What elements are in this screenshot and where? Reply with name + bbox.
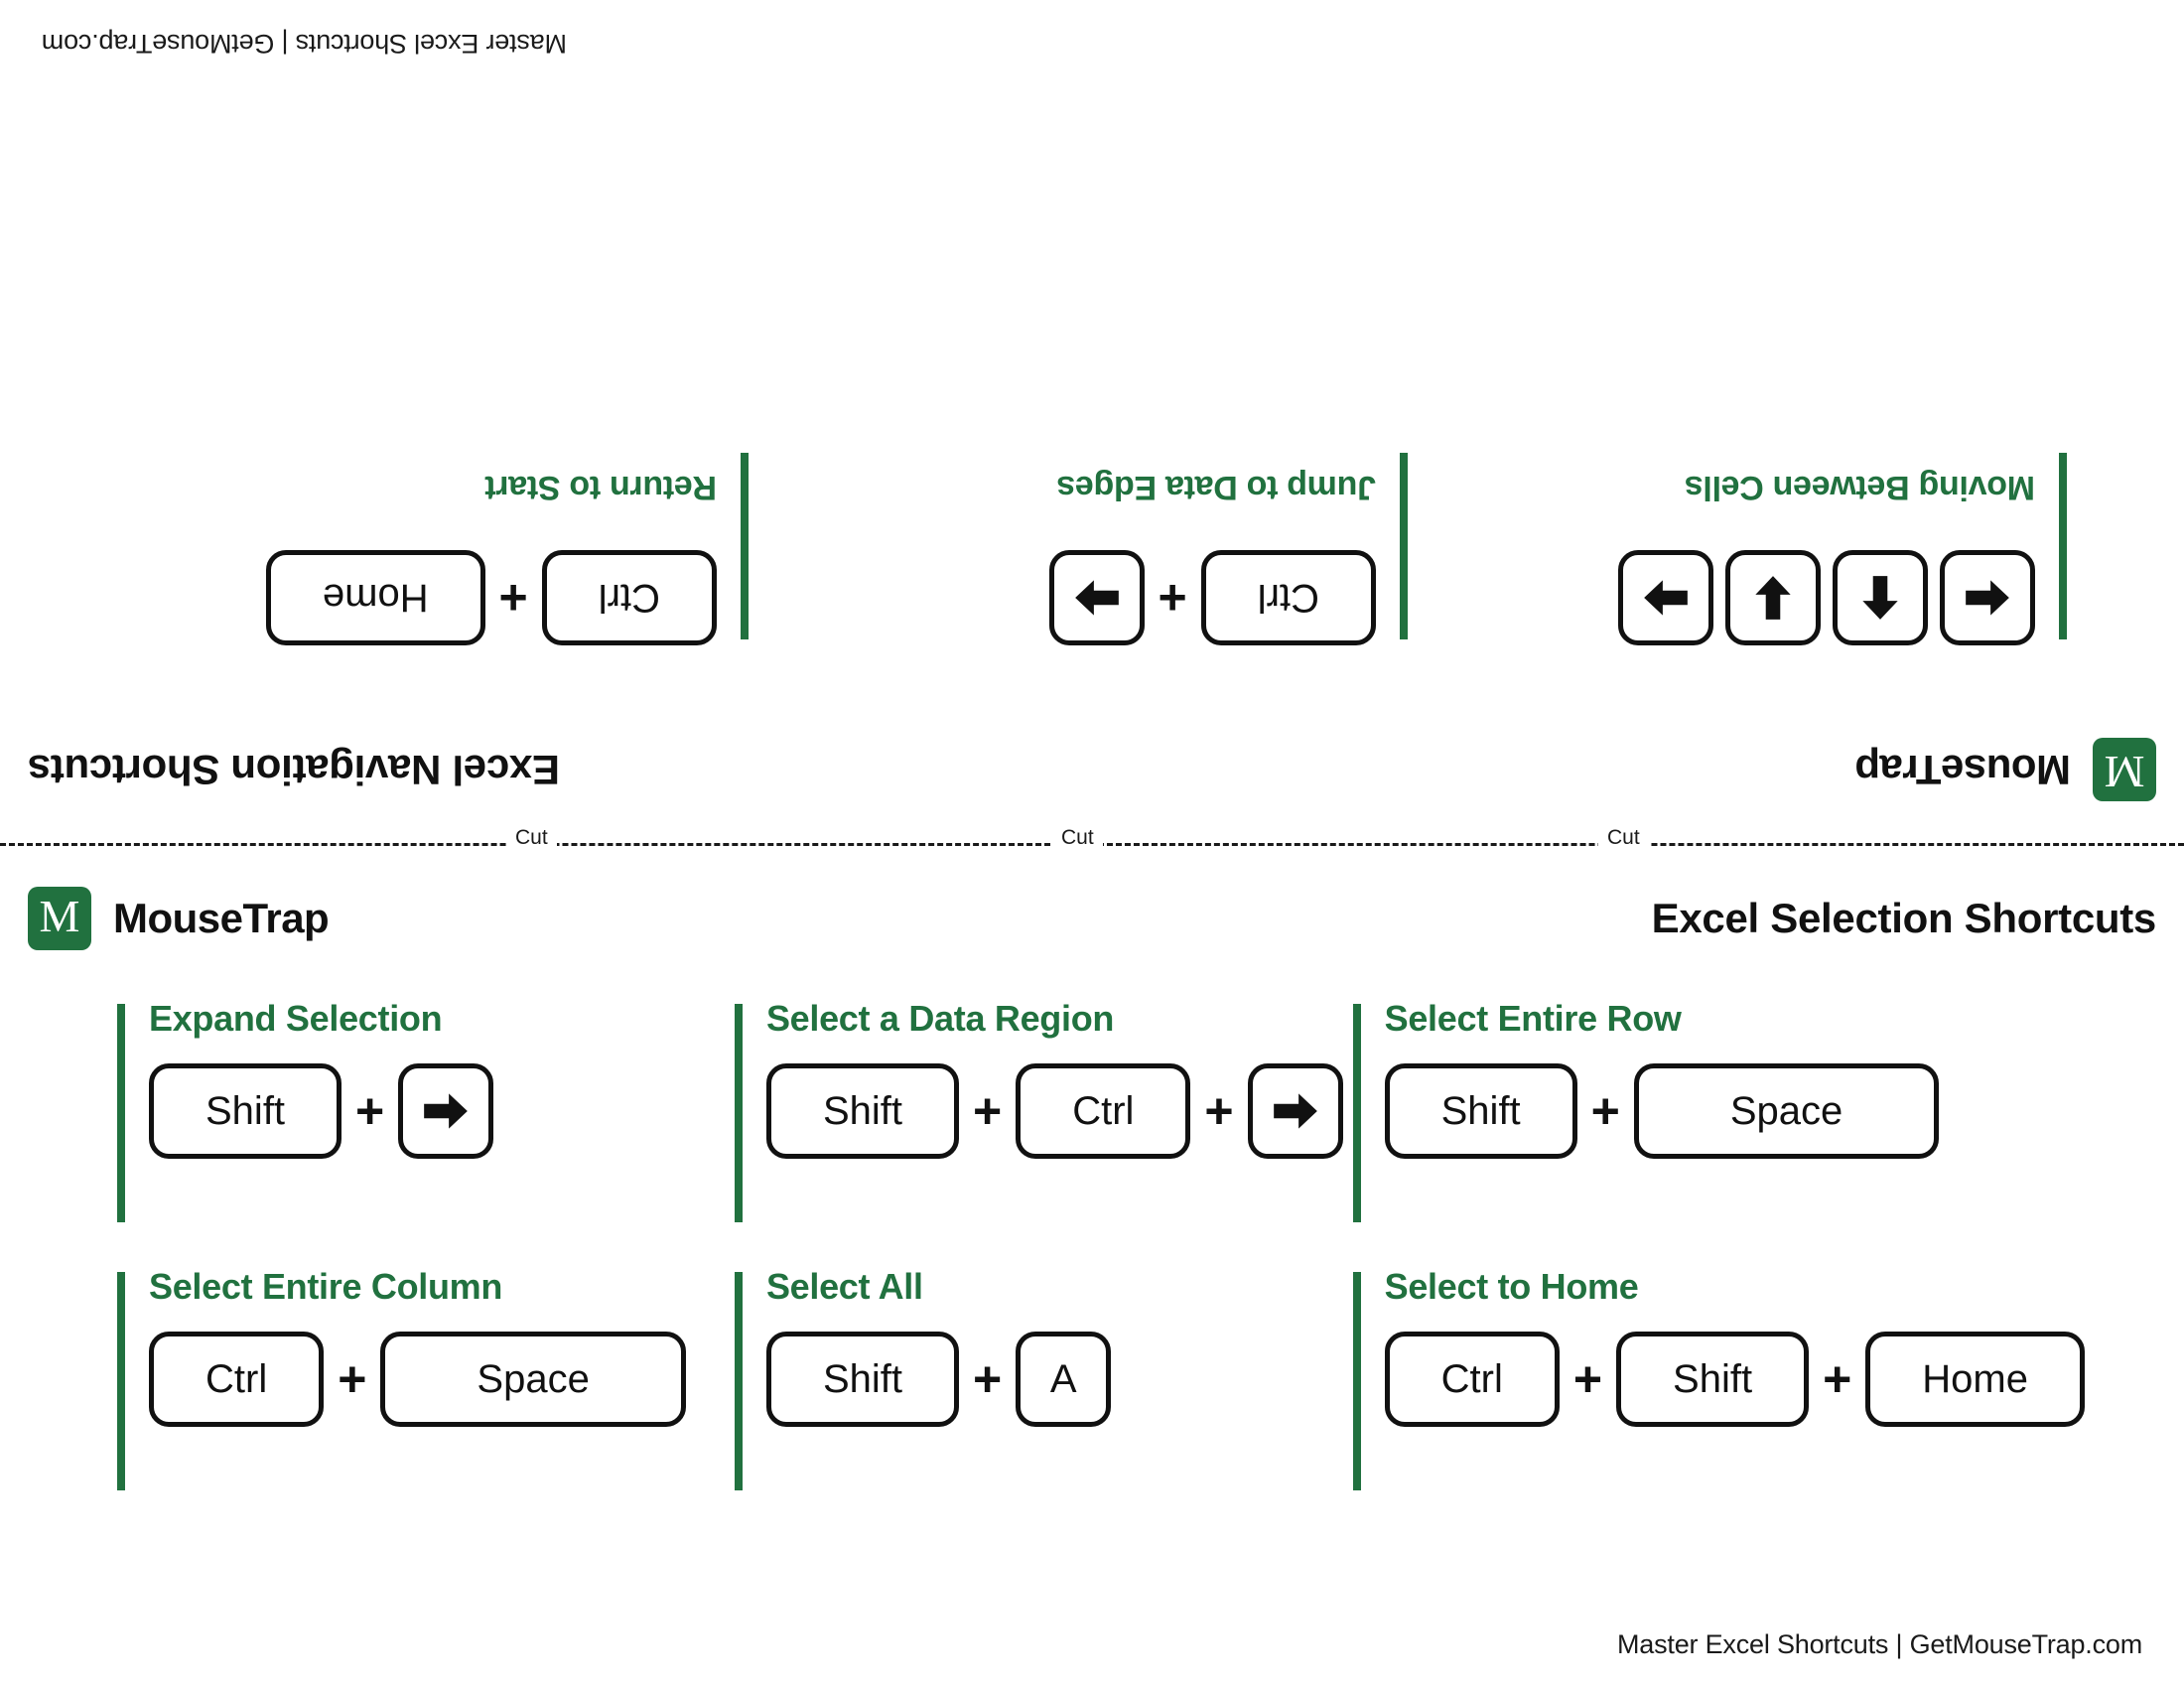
selection-sheet-title: Excel Selection Shortcuts: [1651, 895, 2157, 941]
shortcut-label: Select a Data Region: [765, 998, 1115, 1039]
brand-name-bottom: MouseTrap: [113, 895, 330, 941]
arrow-right-icon: [1644, 580, 1688, 616]
shortcut-card-select-entire-row: Select Entire Row Shift + Space: [1352, 998, 2085, 1228]
key-home: Home: [1865, 1332, 2085, 1427]
key-shift: Shift: [1616, 1332, 1810, 1427]
bottom-card-header: M MouseTrap Excel Selection Shortcuts: [0, 877, 2184, 960]
shortcut-label: Moving Between Cells: [1685, 469, 2035, 506]
key-combo: Ctrl + Home: [99, 550, 717, 645]
plus-separator: +: [1590, 1083, 1620, 1139]
shortcut-card-jump-to-data-edges: Ctrl + Jump to Data Edges: [758, 447, 1408, 645]
key-ctrl: Ctrl: [1384, 1332, 1560, 1427]
accent-bar: [734, 1272, 743, 1490]
key-arrow-right: [1618, 550, 1713, 645]
key-arrow-right: [398, 1063, 494, 1159]
top-card-header: M MouseTrap Excel Navigation Shortcuts: [0, 728, 2184, 811]
arrow-right-icon: [1273, 1093, 1317, 1129]
key-arrow-down: [1725, 550, 1821, 645]
shortcut-label: Select Entire Row: [1384, 998, 1682, 1039]
shortcut-card-select-all: Select All Shift + A: [734, 1266, 1343, 1496]
key-shift: Shift: [149, 1063, 342, 1159]
shortcut-card-return-to-start: Ctrl + Home Return to Start: [99, 447, 749, 645]
key-space: Space: [1633, 1063, 1940, 1159]
mousetrap-logo-icon: M: [28, 887, 91, 950]
key-space: Space: [380, 1332, 686, 1427]
top-card-footer: Master Excel Shortcuts | GetMouseTrap.co…: [42, 29, 567, 59]
key-shift: Shift: [765, 1063, 959, 1159]
brand-lockup-top: M MouseTrap: [1855, 738, 2156, 801]
key-arrow-right: [1048, 550, 1145, 645]
shortcut-card-select-to-home: Select to Home Ctrl + Shift + Home: [1352, 1266, 2085, 1496]
shortcut-label: Jump to Data Edges: [1056, 469, 1376, 506]
navigation-shortcut-card: M MouseTrap Excel Navigation Shortcuts: [0, 0, 2184, 839]
accent-bar: [117, 1004, 125, 1222]
cut-line: Cut Cut Cut: [0, 826, 2184, 850]
plus-separator: +: [1204, 1083, 1234, 1139]
shortcut-label: Expand Selection: [149, 998, 443, 1039]
shortcut-card-expand-selection: Expand Selection Shift +: [117, 998, 725, 1228]
plus-separator: +: [338, 1351, 367, 1407]
arrow-right-icon: [424, 1093, 469, 1129]
cut-label-3: Cut: [1598, 826, 1649, 850]
accent-bar: [741, 453, 749, 639]
key-a: A: [1016, 1332, 1112, 1427]
plus-separator: +: [1158, 570, 1187, 626]
key-combo: Ctrl + Space: [149, 1332, 725, 1427]
key-combo: Shift + Ctrl +: [765, 1063, 1343, 1159]
key-arrow-right: [1247, 1063, 1343, 1159]
key-ctrl: Ctrl: [541, 550, 717, 645]
key-shift: Shift: [1384, 1063, 1577, 1159]
key-ctrl: Ctrl: [1016, 1063, 1191, 1159]
accent-bar: [1352, 1272, 1361, 1490]
key-shift: Shift: [765, 1332, 959, 1427]
key-combo: Ctrl + Shift + Home: [1384, 1332, 2085, 1427]
key-ctrl: Ctrl: [149, 1332, 325, 1427]
selection-shortcut-grid: Expand Selection Shift + Select a Data R…: [117, 998, 2085, 1496]
cut-label-1: Cut: [506, 826, 557, 850]
shortcut-card-moving-between-cells: Moving Between Cells: [1418, 447, 2067, 645]
mousetrap-logo-icon: M: [2093, 738, 2156, 801]
plus-separator: +: [498, 570, 528, 626]
key-combo: Shift +: [149, 1063, 725, 1159]
navigation-shortcut-grid: Moving Between Cells Ctrl +: [99, 447, 2067, 645]
shortcut-label: Select All: [765, 1266, 923, 1307]
key-arrow-left: [1940, 550, 2035, 645]
shortcut-card-select-entire-column: Select Entire Column Ctrl + Space: [117, 1266, 725, 1496]
arrow-right-icon: [1074, 580, 1119, 616]
bottom-card-footer: Master Excel Shortcuts | GetMouseTrap.co…: [1617, 1629, 2142, 1659]
shortcut-label: Return to Start: [484, 469, 717, 506]
plus-separator: +: [973, 1083, 1003, 1139]
shortcut-label: Select to Home: [1384, 1266, 1639, 1307]
plus-separator: +: [1823, 1351, 1852, 1407]
shortcut-card-select-data-region: Select a Data Region Shift + Ctrl +: [734, 998, 1343, 1228]
brand-name-top: MouseTrap: [1854, 747, 2071, 793]
plus-separator: +: [973, 1351, 1003, 1407]
key-combo: Shift + Space: [1384, 1063, 2085, 1159]
accent-bar: [117, 1272, 125, 1490]
plus-separator: +: [1572, 1351, 1603, 1407]
key-combo: [1418, 550, 2035, 645]
accent-bar: [734, 1004, 743, 1222]
selection-shortcut-card: M MouseTrap Excel Selection Shortcuts Ex…: [0, 849, 2184, 1688]
accent-bar: [1352, 1004, 1361, 1222]
accent-bar: [1400, 453, 1408, 639]
key-arrow-up: [1833, 550, 1928, 645]
key-ctrl: Ctrl: [1200, 550, 1376, 645]
cut-label-2: Cut: [1052, 826, 1103, 850]
navigation-sheet-title: Excel Navigation Shortcuts: [28, 747, 561, 793]
plus-separator: +: [355, 1083, 385, 1139]
accent-bar: [2059, 453, 2067, 639]
shortcut-label: Select Entire Column: [149, 1266, 503, 1307]
arrow-down-icon: [1755, 576, 1791, 620]
key-combo: Shift + A: [765, 1332, 1343, 1427]
arrow-left-icon: [1966, 580, 2009, 616]
key-combo: Ctrl +: [758, 550, 1376, 645]
brand-lockup-bottom: M MouseTrap: [28, 887, 330, 950]
arrow-up-icon: [1862, 576, 1898, 620]
key-home: Home: [265, 550, 485, 645]
